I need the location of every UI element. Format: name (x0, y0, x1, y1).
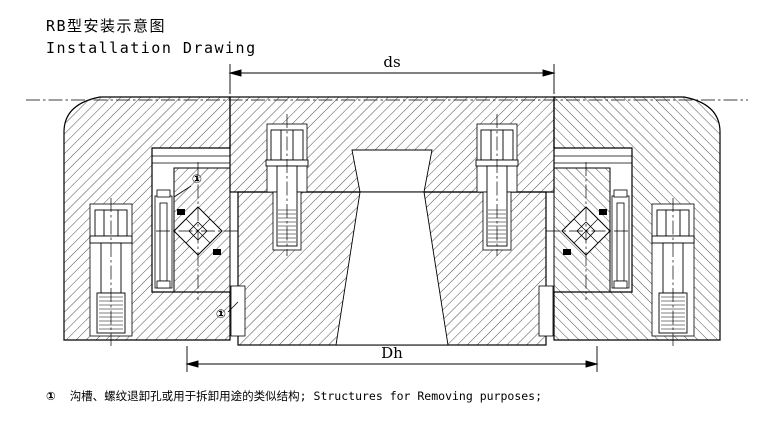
arrow-left-icon (228, 69, 242, 77)
dim-label-dh: Dh (381, 344, 403, 362)
callout-upper-marker-icon: ① (192, 172, 202, 186)
flange-bore-notch (351, 149, 433, 193)
dimension-dh: Dh (185, 344, 599, 372)
arrow-right-icon (542, 69, 556, 77)
callout-lower: ① (216, 301, 239, 321)
center-bore (335, 191, 449, 346)
footnote: ① 沟槽、螺纹退卸孔或用于拆卸用途的类似结构; Structures for R… (46, 389, 542, 403)
callout-upper: ① (173, 172, 202, 198)
page-title-en: Installation Drawing (46, 39, 257, 57)
page-title-cn: RB型安装示意图 (46, 17, 166, 35)
dim-label-ds: ds (383, 53, 400, 71)
callout-lower-marker-icon: ① (216, 307, 226, 321)
arrow-left-icon (185, 360, 199, 368)
footnote-text: 沟槽、螺纹退卸孔或用于拆卸用途的类似结构; Structures for Rem… (70, 389, 542, 403)
arrow-right-icon (585, 360, 599, 368)
footnote-marker-icon: ① (46, 389, 56, 403)
dimension-ds: ds (228, 53, 556, 94)
